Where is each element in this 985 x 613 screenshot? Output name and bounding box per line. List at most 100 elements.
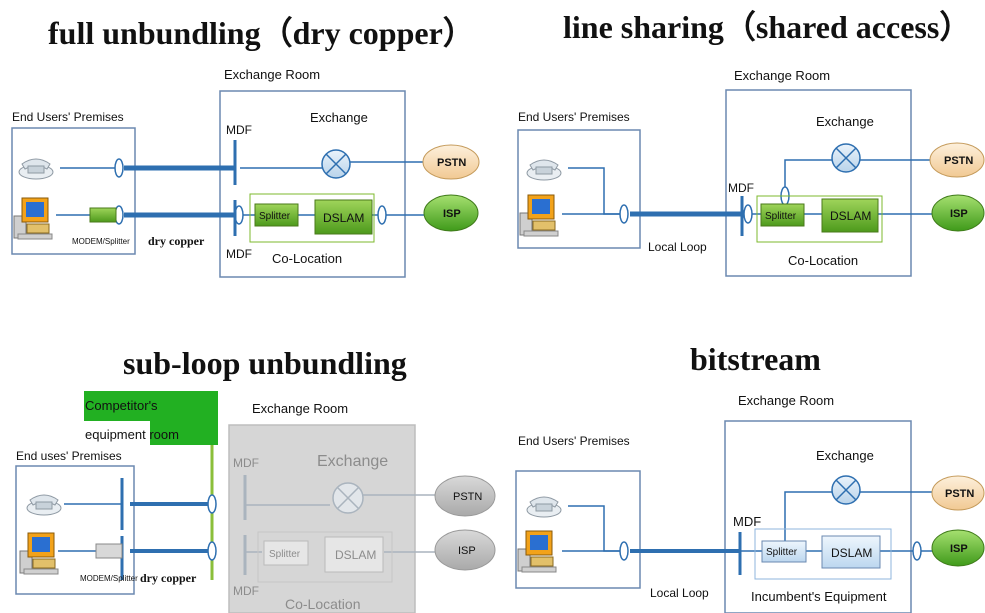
premises-label: End uses' Premises xyxy=(16,449,122,463)
splitter-box xyxy=(254,203,299,227)
mdf-label: MDF xyxy=(226,247,252,261)
splitter-label: Splitter xyxy=(269,549,301,560)
panel-title: line sharing（shared access） xyxy=(563,9,971,45)
panel-title: bitstream xyxy=(690,341,821,377)
isp-label: ISP xyxy=(950,543,968,555)
connector-icon xyxy=(207,541,217,561)
panel-title: full unbundling（dry copper） xyxy=(48,15,475,51)
voice-line xyxy=(784,159,832,204)
mdf-label: MDF xyxy=(226,123,252,137)
exchange-room-box xyxy=(219,90,406,278)
splitter-box xyxy=(263,540,309,566)
computer-icon xyxy=(517,530,557,573)
exchange-room-box xyxy=(724,420,912,613)
colocation-label: Co-Location xyxy=(272,251,342,266)
colocation-box xyxy=(257,531,393,583)
splitter-box xyxy=(760,203,805,227)
computer-icon xyxy=(13,197,53,240)
pstn-cloud xyxy=(434,475,496,517)
phone-icon xyxy=(26,494,62,516)
mdf-label: MDF xyxy=(728,181,754,195)
exchange-room-label: Exchange Room xyxy=(224,67,320,82)
colocation-box xyxy=(756,195,883,243)
premises-box xyxy=(15,465,135,595)
dslam-label: DSLAM xyxy=(831,546,872,560)
connector-icon xyxy=(912,541,922,561)
exchange-label: Exchange xyxy=(310,110,368,125)
computer-icon xyxy=(519,194,559,237)
exchange-room-label: Exchange Room xyxy=(252,401,348,416)
phone-icon xyxy=(526,159,562,181)
isp-cloud xyxy=(434,529,496,571)
connector-icon xyxy=(377,205,387,225)
exchange-room-box xyxy=(725,89,912,277)
dry-copper-label: dry copper xyxy=(140,571,197,585)
dslam-label: DSLAM xyxy=(830,209,871,223)
premises-label: End Users' Premises xyxy=(518,434,630,448)
premises-label: End Users' Premises xyxy=(518,110,630,124)
phone-icon xyxy=(18,158,54,180)
pstn-label: PSTN xyxy=(453,491,482,503)
isp-cloud xyxy=(931,194,985,232)
connector-icon xyxy=(619,541,629,561)
splitter-label: Splitter xyxy=(259,211,291,222)
modem-label: MODEM/Splitter xyxy=(72,237,130,246)
dslam-box xyxy=(821,535,881,569)
connector-icon xyxy=(743,204,753,224)
pstn-cloud xyxy=(422,144,480,180)
isp-label: ISP xyxy=(950,208,968,220)
dslam-label: DSLAM xyxy=(335,548,376,562)
colocation-label: Co-Location xyxy=(788,253,858,268)
pstn-cloud xyxy=(931,475,985,511)
splitter-box xyxy=(761,540,807,563)
connector-icon xyxy=(114,158,124,178)
dslam-box xyxy=(324,536,384,573)
panel-line-sharing: line sharing（shared access） Exchange Roo… xyxy=(517,9,985,277)
exchange-label: Exchange xyxy=(816,448,874,463)
isp-cloud xyxy=(423,194,479,232)
panel-title: sub-loop unbundling xyxy=(123,345,407,381)
exchange-label: Exchange xyxy=(816,114,874,129)
modem-label: MODEM/Splitter xyxy=(80,574,138,583)
panel-sub-loop: sub-loop unbundling Competitor's equipme… xyxy=(15,345,496,613)
dslam-box xyxy=(314,199,373,235)
exchange-label: Exchange xyxy=(317,453,388,470)
dry-copper-label: dry copper xyxy=(148,234,205,248)
incumbent-box xyxy=(754,528,892,580)
computer-icon xyxy=(19,532,59,575)
connector-icon xyxy=(619,204,629,224)
incumbent-label: Incumbent's Equipment xyxy=(751,589,887,604)
premises-label: End Users' Premises xyxy=(12,110,124,124)
exchange-room-label: Exchange Room xyxy=(734,68,830,83)
isp-label: ISP xyxy=(443,208,461,220)
pstn-cloud xyxy=(929,142,985,178)
pstn-label: PSTN xyxy=(945,488,974,500)
isp-label: ISP xyxy=(458,545,476,557)
phone-line xyxy=(568,505,620,552)
splitter-label: Splitter xyxy=(766,547,798,558)
exchange-room-label: Exchange Room xyxy=(738,393,834,408)
dslam-label: DSLAM xyxy=(323,211,364,225)
local-loop-label: Local Loop xyxy=(650,586,709,600)
competitor-room-line1: Competitor's xyxy=(85,398,158,413)
mdf-label: MDF xyxy=(733,514,761,529)
pstn-label: PSTN xyxy=(437,157,466,169)
premises-box xyxy=(11,127,136,255)
panel-full-unbundling: full unbundling（dry copper） Exchange Roo… xyxy=(11,15,480,278)
local-loop-label: Local Loop xyxy=(648,240,707,254)
colocation-label: Co-Location xyxy=(285,596,361,612)
connector-icon xyxy=(207,494,217,514)
modem-box xyxy=(95,543,123,559)
competitor-room-line2: equipment room xyxy=(85,427,179,442)
phone-icon xyxy=(526,496,562,518)
splitter-label: Splitter xyxy=(765,211,797,222)
competitor-room-tag xyxy=(84,391,218,421)
mdf-label: MDF xyxy=(233,456,259,470)
premises-box xyxy=(517,129,641,249)
mdf-label: MDF xyxy=(233,584,259,598)
pstn-label: PSTN xyxy=(944,155,973,167)
panel-bitstream: bitstream Exchange Room End Users' Premi… xyxy=(515,341,985,613)
dslam-box xyxy=(821,198,879,233)
phone-line xyxy=(568,167,620,215)
